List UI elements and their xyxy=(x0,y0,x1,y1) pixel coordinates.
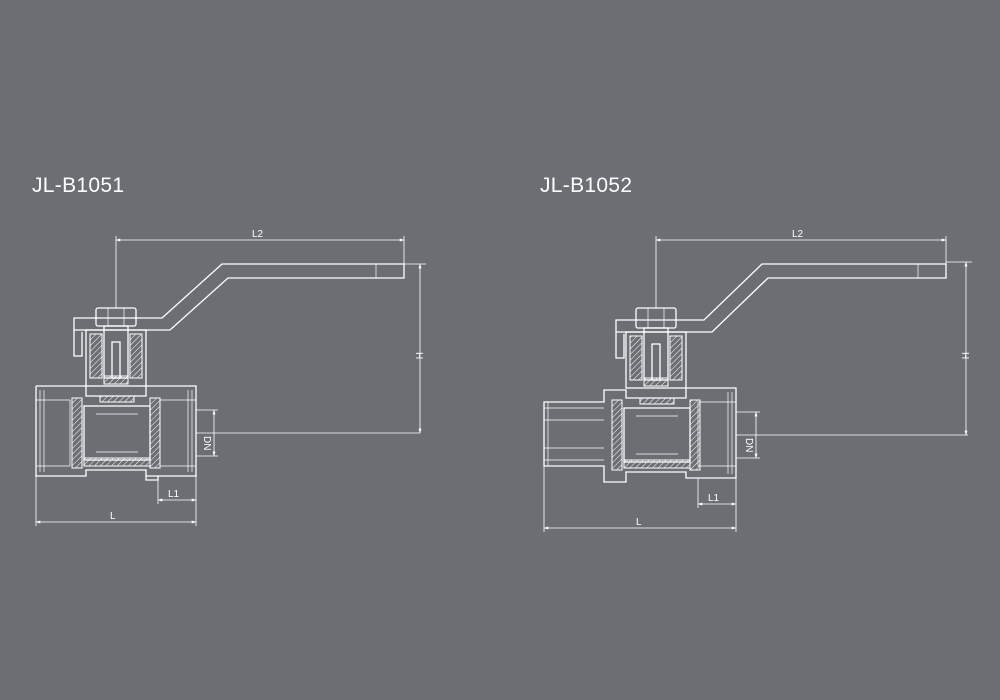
model-title-jl-b1051: JL-B1051 xyxy=(32,174,125,197)
dim-label-l1: L1 xyxy=(708,493,720,504)
lever-handle xyxy=(73,263,405,331)
dim-label-dn: DN xyxy=(201,436,212,450)
dim-label-l1: L1 xyxy=(168,489,180,500)
dim-label-l2: L2 xyxy=(792,229,804,240)
valve-drawing-jl-b1051: L2 H DN L1 L xyxy=(35,229,426,526)
dim-label-l: L xyxy=(636,517,642,528)
dim-label-l: L xyxy=(110,511,116,522)
dim-label-h: H xyxy=(959,352,970,359)
model-title-jl-b1052: JL-B1052 xyxy=(540,174,633,197)
dim-label-dn: DN xyxy=(743,438,754,452)
dim-label-h: H xyxy=(413,352,424,359)
valve-drawing-jl-b1052: L2 H DN L1 L xyxy=(543,229,972,532)
lever-handle xyxy=(615,263,947,333)
valve-body xyxy=(36,385,197,481)
dim-label-l2: L2 xyxy=(252,229,264,240)
